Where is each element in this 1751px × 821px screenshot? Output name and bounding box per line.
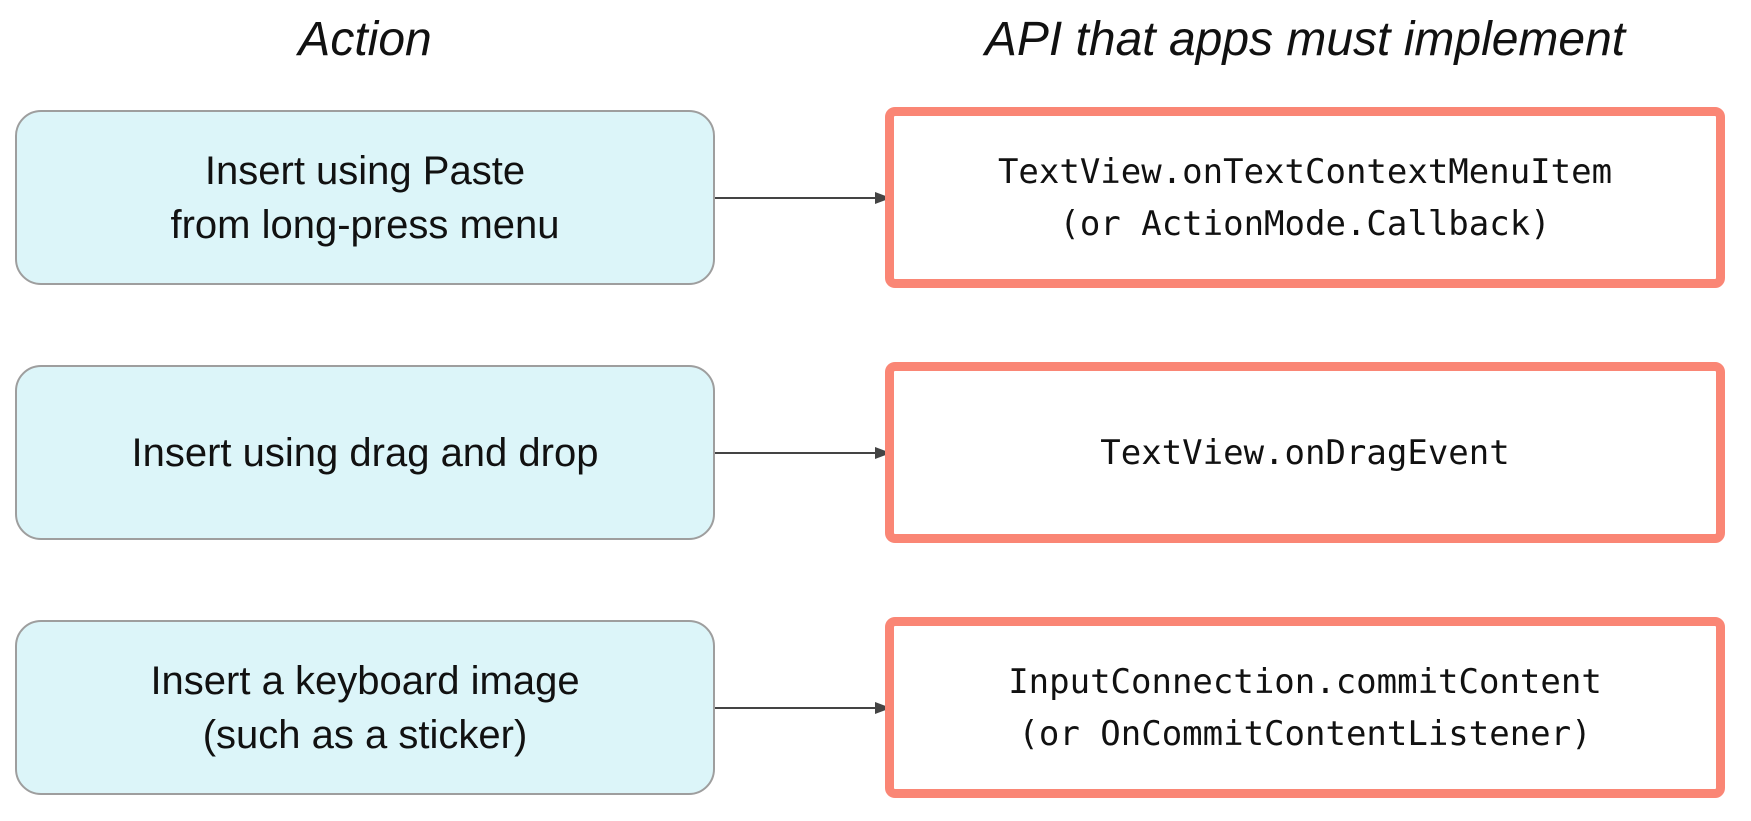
arrow-right-icon — [715, 447, 891, 459]
api-box-commit-content: InputConnection.commitContent (or OnComm… — [885, 617, 1725, 798]
action-column-header: Action — [298, 13, 432, 66]
action-box-keyboard-image: Insert a keyboard image (such as a stick… — [15, 620, 715, 795]
arrow-right-icon — [715, 192, 891, 204]
action-box-paste: Insert using Paste from long-press menu — [15, 110, 715, 285]
arrow-right-icon — [715, 702, 891, 714]
api-box-drag-event: TextView.onDragEvent — [885, 362, 1725, 543]
action-box-drag-drop: Insert using drag and drop — [15, 365, 715, 540]
api-column-header: API that apps must implement — [984, 13, 1626, 66]
api-box-text-context-menu: TextView.onTextContextMenuItem (or Actio… — [885, 107, 1725, 288]
